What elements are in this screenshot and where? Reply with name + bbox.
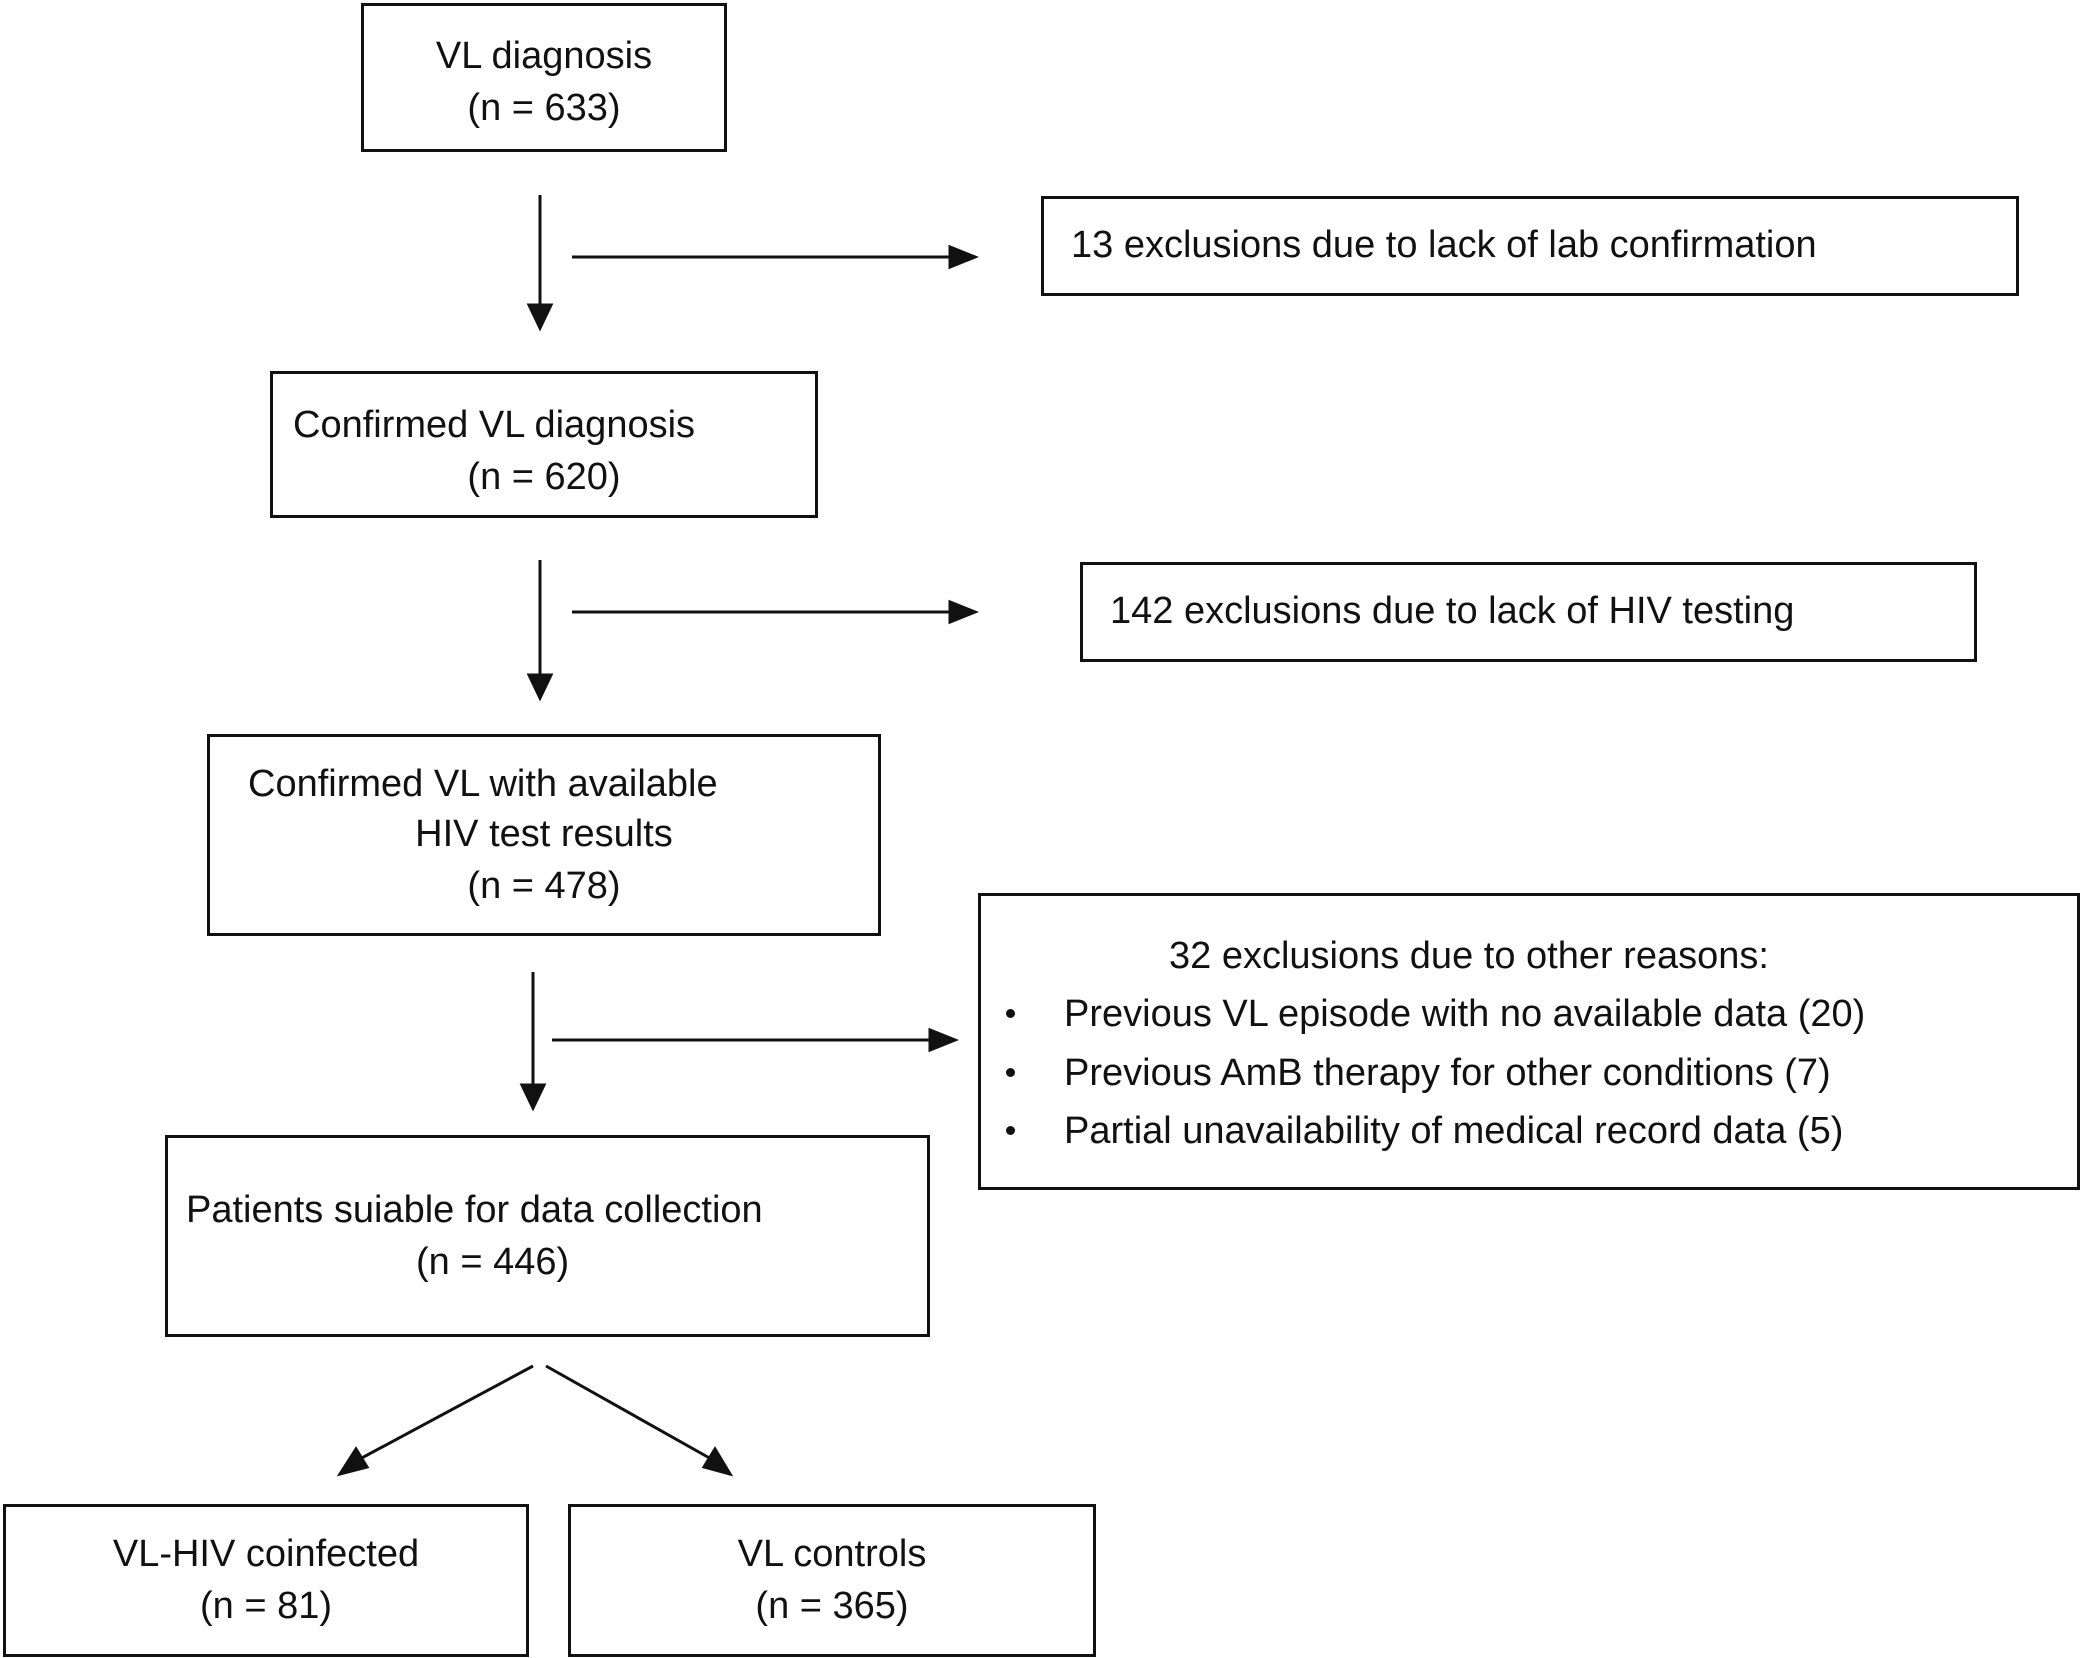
patients-suitable-count: (n = 446) (416, 1241, 570, 1283)
bullet-icon (1006, 1009, 1015, 1018)
confirmed-vl-hiv-line2: HIV test results (415, 813, 673, 855)
vl-hiv-coinfected-title: VL-HIV coinfected (112, 1533, 420, 1575)
confirmed-vl-title: Confirmed VL diagnosis (293, 404, 696, 446)
vl-controls-count: (n = 365) (755, 1585, 909, 1627)
exclusion-item-2: Previous AmB therapy for other condition… (1064, 1052, 1831, 1094)
bullet-icon (1006, 1126, 1015, 1135)
confirmed-vl-box: Confirmed VL diagnosis (n = 620) (270, 371, 818, 518)
confirmed-vl-count: (n = 620) (467, 456, 621, 498)
patients-suitable-title: Patients suiable for data collection (186, 1189, 763, 1231)
bullet-icon (1006, 1068, 1015, 1077)
exclusion-lab-confirmation-box: 13 exclusions due to lack of lab confirm… (1041, 196, 2019, 296)
vl-diagnosis-box: VL diagnosis (n = 633) (361, 3, 727, 152)
exclusion-item-1: Previous VL episode with no available da… (1064, 993, 1866, 1035)
exclusion-other-reasons-box: 32 exclusions due to other reasons: Prev… (978, 893, 2080, 1190)
confirmed-vl-hiv-count: (n = 478) (467, 865, 621, 907)
exclusion-other-reasons-header: 32 exclusions due to other reasons: (1169, 935, 1769, 977)
exclusion-lab-confirmation-text: 13 exclusions due to lack of lab confirm… (1071, 224, 1817, 266)
vl-hiv-coinfected-count: (n = 81) (199, 1585, 333, 1627)
arrow-split-right (545, 1364, 714, 1462)
vl-hiv-coinfected-box: VL-HIV coinfected (n = 81) (3, 1504, 529, 1657)
vl-controls-title: VL controls (737, 1533, 927, 1575)
exclusion-hiv-testing-box: 142 exclusions due to lack of HIV testin… (1080, 562, 1977, 662)
arrow-split-left (357, 1364, 534, 1462)
confirmed-vl-hiv-box: Confirmed VL with available HIV test res… (207, 734, 881, 936)
confirmed-vl-hiv-line1: Confirmed VL with available (248, 763, 718, 805)
exclusion-item-3: Partial unavailability of medical record… (1064, 1110, 1844, 1152)
vl-diagnosis-count: (n = 633) (467, 87, 621, 129)
exclusion-hiv-testing-text: 142 exclusions due to lack of HIV testin… (1110, 590, 1795, 632)
vl-controls-box: VL controls (n = 365) (568, 1504, 1096, 1657)
vl-diagnosis-title: VL diagnosis (435, 35, 653, 77)
patients-suitable-box: Patients suiable for data collection (n … (165, 1135, 930, 1337)
